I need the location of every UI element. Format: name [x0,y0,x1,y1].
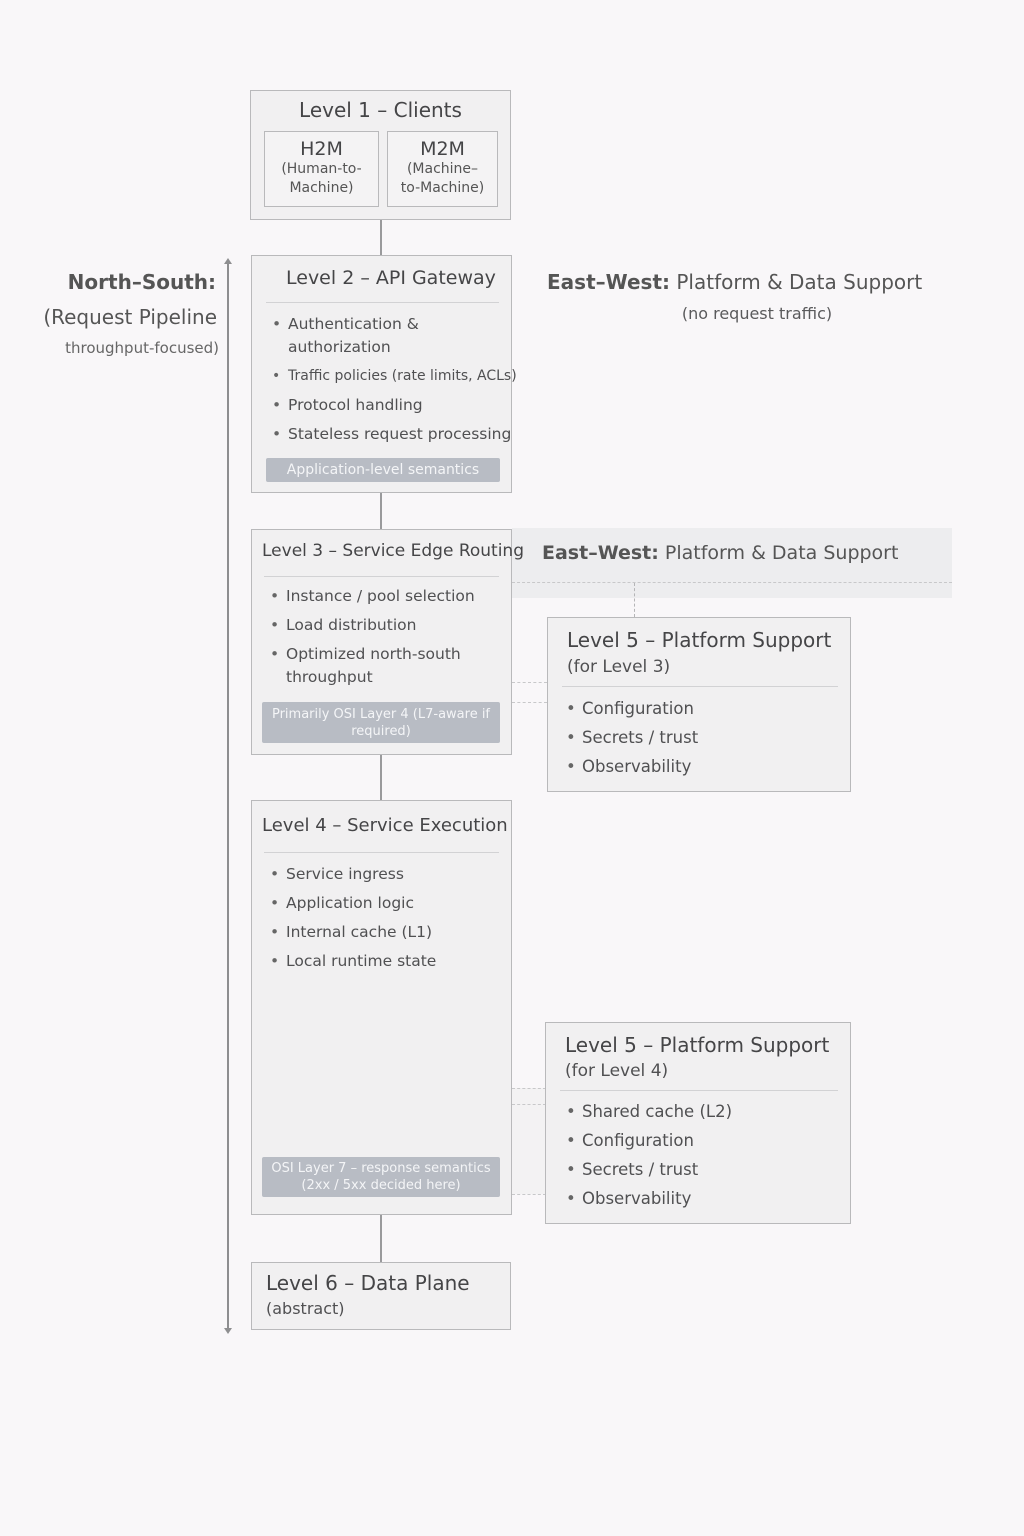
list-item: Secrets / trust [566,1158,836,1181]
level5b-box: Level 5 – Platform Support (for Level 4)… [545,1022,851,1224]
level1-box: Level 1 – Clients H2M (Human-to- Machine… [250,90,511,220]
list-item: Protocol handling [272,394,504,417]
level5b-divider [560,1090,838,1091]
north-south-axis [227,262,229,1332]
list-item: Observability [566,1187,836,1210]
east-west-top-title-bold: East–West: [547,270,670,294]
h2m-label: H2M [300,138,343,160]
level3-list: Instance / pool selection Load distribut… [270,585,500,695]
level4-osi-tag-line2: (2xx / 5xx decided here) [301,1178,461,1193]
level2-box: Level 2 – API Gateway Authentication & a… [251,255,517,493]
level4-level5b-dashline-2 [512,1104,546,1105]
east-west-band-title-bold: East–West: [542,542,659,564]
east-west-band-title: East–West: Platform & Data Support [542,542,898,564]
h2m-desc-line1: (Human-to- [281,161,362,177]
list-item: Instance / pool selection [270,585,500,608]
list-item: Stateless request processing [272,423,511,446]
m2m-desc-line2: to-Machine) [400,180,485,196]
level5a-divider [562,686,838,687]
list-item: Secrets / trust [566,726,836,749]
level3-divider [264,576,499,577]
north-south-title: North–South: [67,270,216,294]
h2m-client-box: H2M (Human-to- Machine) [264,131,379,207]
east-west-band-title-rest: Platform & Data Support [664,542,899,564]
level3-title-text: Level 3 – Service Edge Routing [262,541,524,561]
north-south-note: throughput-focused) [65,339,219,357]
level2-semantics-tag: Application-level semantics [266,458,500,482]
level6-title: Level 6 – Data Plane [266,1271,470,1295]
level5a-box: Level 5 – Platform Support (for Level 3)… [547,617,851,792]
level4-level5b-dashline-1 [512,1088,546,1089]
h2m-desc-line2: Machine) [289,180,354,196]
list-item: Application logic [270,892,500,915]
level6-box: Level 6 – Data Plane (abstract) [251,1262,511,1330]
level5a-list: Configuration Secrets / trust Observabil… [566,697,836,784]
east-west-top-note: (no request traffic) [681,304,833,323]
level3-level5a-dashline-1 [512,682,547,683]
connector-l3-l4 [380,755,382,801]
level4-box: Level 4 – Service Execution Service ingr… [251,800,512,1215]
east-west-top-title: East–West: Platform & Data Support [547,270,922,294]
level5a-subtitle: (for Level 3) [567,657,671,677]
level3-level5a-dashline-2 [512,702,547,703]
connector-l1-l2 [380,220,382,255]
list-item: Configuration [566,1129,836,1152]
north-south-subtitle: (Request Pipeline [43,305,217,329]
m2m-desc-line1: (Machine– [406,161,479,177]
level4-title: Level 4 – Service Execution [262,815,508,836]
list-item: Observability [566,755,836,778]
list-item: Shared cache (L2) [566,1100,836,1123]
axis-arrow-down-icon [224,1328,232,1334]
east-west-band-dashline [512,582,952,583]
level2-title: Level 2 – API Gateway [286,267,496,289]
list-item: Authentication & authorization [272,313,504,359]
list-item: Configuration [566,697,836,720]
axis-arrow-up-icon [224,258,232,264]
m2m-label: M2M [420,138,465,160]
list-item: Internal cache (L1) [270,921,500,944]
level4-level5b-dashline-3 [512,1194,546,1195]
connector-l4-l6 [380,1214,382,1262]
level3-osi-tag: Primarily OSI Layer 4 (L7-aware if requi… [262,702,500,743]
list-item: Load distribution [270,614,500,637]
band-to-level5a-dashline [634,583,635,617]
list-item: Optimized north-south throughput [270,643,500,689]
level1-title: Level 1 – Clients [299,98,462,122]
east-west-top-title-rest: Platform & Data Support [676,270,923,294]
level3-box: Level 3 – Service Edge Routing Instance … [251,529,524,755]
list-item: Local runtime state [270,950,500,973]
level2-list: Authentication & authorization Traffic p… [272,313,517,452]
level5b-title: Level 5 – Platform Support [565,1033,830,1057]
level5b-subtitle: (for Level 4) [565,1061,669,1081]
level4-divider [264,852,499,853]
level2-divider [266,302,499,303]
level4-osi-tag-line1: OSI Layer 7 – response semantics [271,1161,491,1176]
level5a-title: Level 5 – Platform Support [567,628,832,652]
level4-level5b-link-band [512,1088,546,1194]
level5b-list: Shared cache (L2) Configuration Secrets … [566,1100,836,1216]
connector-l2-l3 [380,492,382,530]
level3-title: Level 3 – Service Edge Routing [262,541,524,561]
list-item: Service ingress [270,863,500,886]
level4-list: Service ingress Application logic Intern… [270,863,500,979]
level4-osi-tag: OSI Layer 7 – response semantics (2xx / … [262,1157,500,1197]
east-west-band [512,528,952,598]
m2m-client-box: M2M (Machine– to-Machine) [387,131,498,207]
level6-subtitle: (abstract) [266,1299,345,1318]
list-item: Traffic policies (rate limits, ACLs) [272,365,517,388]
